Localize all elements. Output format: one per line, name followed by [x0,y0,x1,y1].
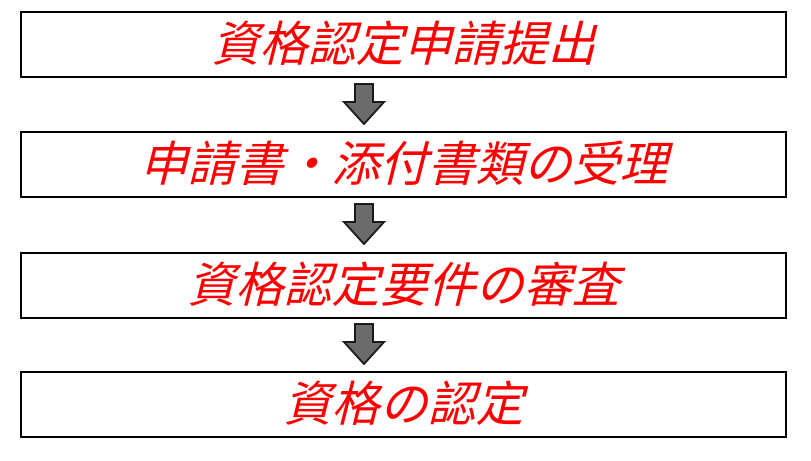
step-label: 申請書・添付書類の受理 [139,136,668,193]
down-arrow-icon [342,323,386,365]
down-arrow-icon [342,83,386,125]
step-box-application-submission: 資格認定申請提出 [20,11,787,78]
step-label: 資格の認定 [283,376,524,433]
step-box-requirement-review: 資格認定要件の審査 [20,252,787,319]
step-box-document-receipt: 申請書・添付書類の受理 [20,131,787,198]
down-arrow-icon [342,203,386,245]
step-label: 資格認定申請提出 [211,16,596,73]
step-box-qualification-certified: 資格の認定 [20,371,787,438]
step-label: 資格認定要件の審査 [187,257,620,314]
